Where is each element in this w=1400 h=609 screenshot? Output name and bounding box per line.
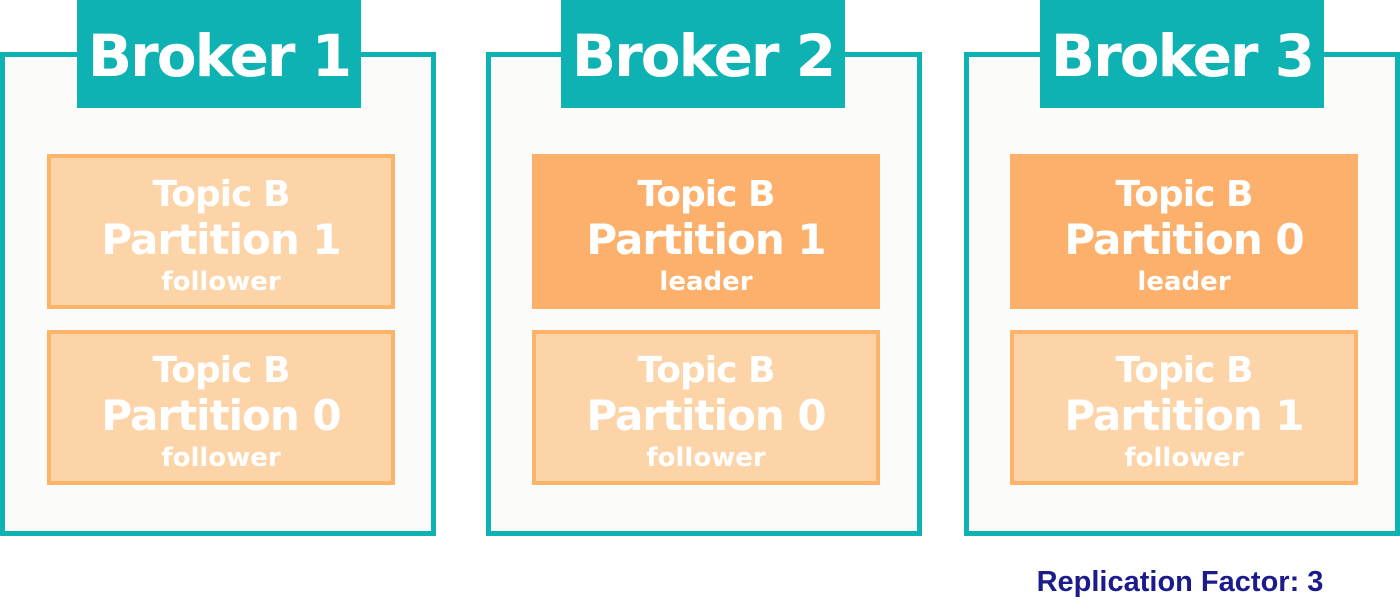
broker-2-title: Broker 2: [561, 0, 845, 108]
partition-name-label: Partition 0: [586, 391, 826, 440]
partition-topic-label: Topic B: [152, 350, 291, 391]
partition-role-label: leader: [1137, 267, 1231, 297]
partition-topic-label: Topic B: [637, 350, 776, 391]
partition-topic-label: Topic B: [637, 174, 776, 215]
partition-topic-label: Topic B: [1115, 174, 1254, 215]
broker-1-partition-2: Topic B Partition 0 follower: [47, 330, 395, 485]
broker-1-box: Topic B Partition 1 follower Topic B Par…: [0, 52, 436, 536]
partition-name-label: Partition 1: [1064, 391, 1304, 440]
partition-topic-label: Topic B: [1115, 350, 1254, 391]
partition-name-label: Partition 0: [101, 391, 341, 440]
partition-role-label: follower: [161, 267, 281, 297]
partition-role-label: leader: [659, 267, 753, 297]
replication-factor-label: Replication Factor: 3: [1036, 566, 1324, 598]
broker-3-box: Topic B Partition 0 leader Topic B Parti…: [964, 52, 1400, 536]
partition-name-label: Partition 1: [101, 215, 341, 264]
partition-role-label: follower: [646, 443, 766, 473]
broker-3-partition-1: Topic B Partition 0 leader: [1010, 154, 1358, 309]
broker-2-partition-2: Topic B Partition 0 follower: [532, 330, 880, 485]
broker-3-partition-2: Topic B Partition 1 follower: [1010, 330, 1358, 485]
partition-role-label: follower: [161, 443, 281, 473]
broker-2-partition-1: Topic B Partition 1 leader: [532, 154, 880, 309]
partition-role-label: follower: [1124, 443, 1244, 473]
partition-name-label: Partition 0: [1064, 215, 1304, 264]
broker-1-partition-1: Topic B Partition 1 follower: [47, 154, 395, 309]
broker-1-title: Broker 1: [77, 0, 361, 108]
broker-2-box: Topic B Partition 1 leader Topic B Parti…: [486, 52, 922, 536]
partition-name-label: Partition 1: [586, 215, 826, 264]
broker-3-title: Broker 3: [1040, 0, 1324, 108]
partition-topic-label: Topic B: [152, 174, 291, 215]
